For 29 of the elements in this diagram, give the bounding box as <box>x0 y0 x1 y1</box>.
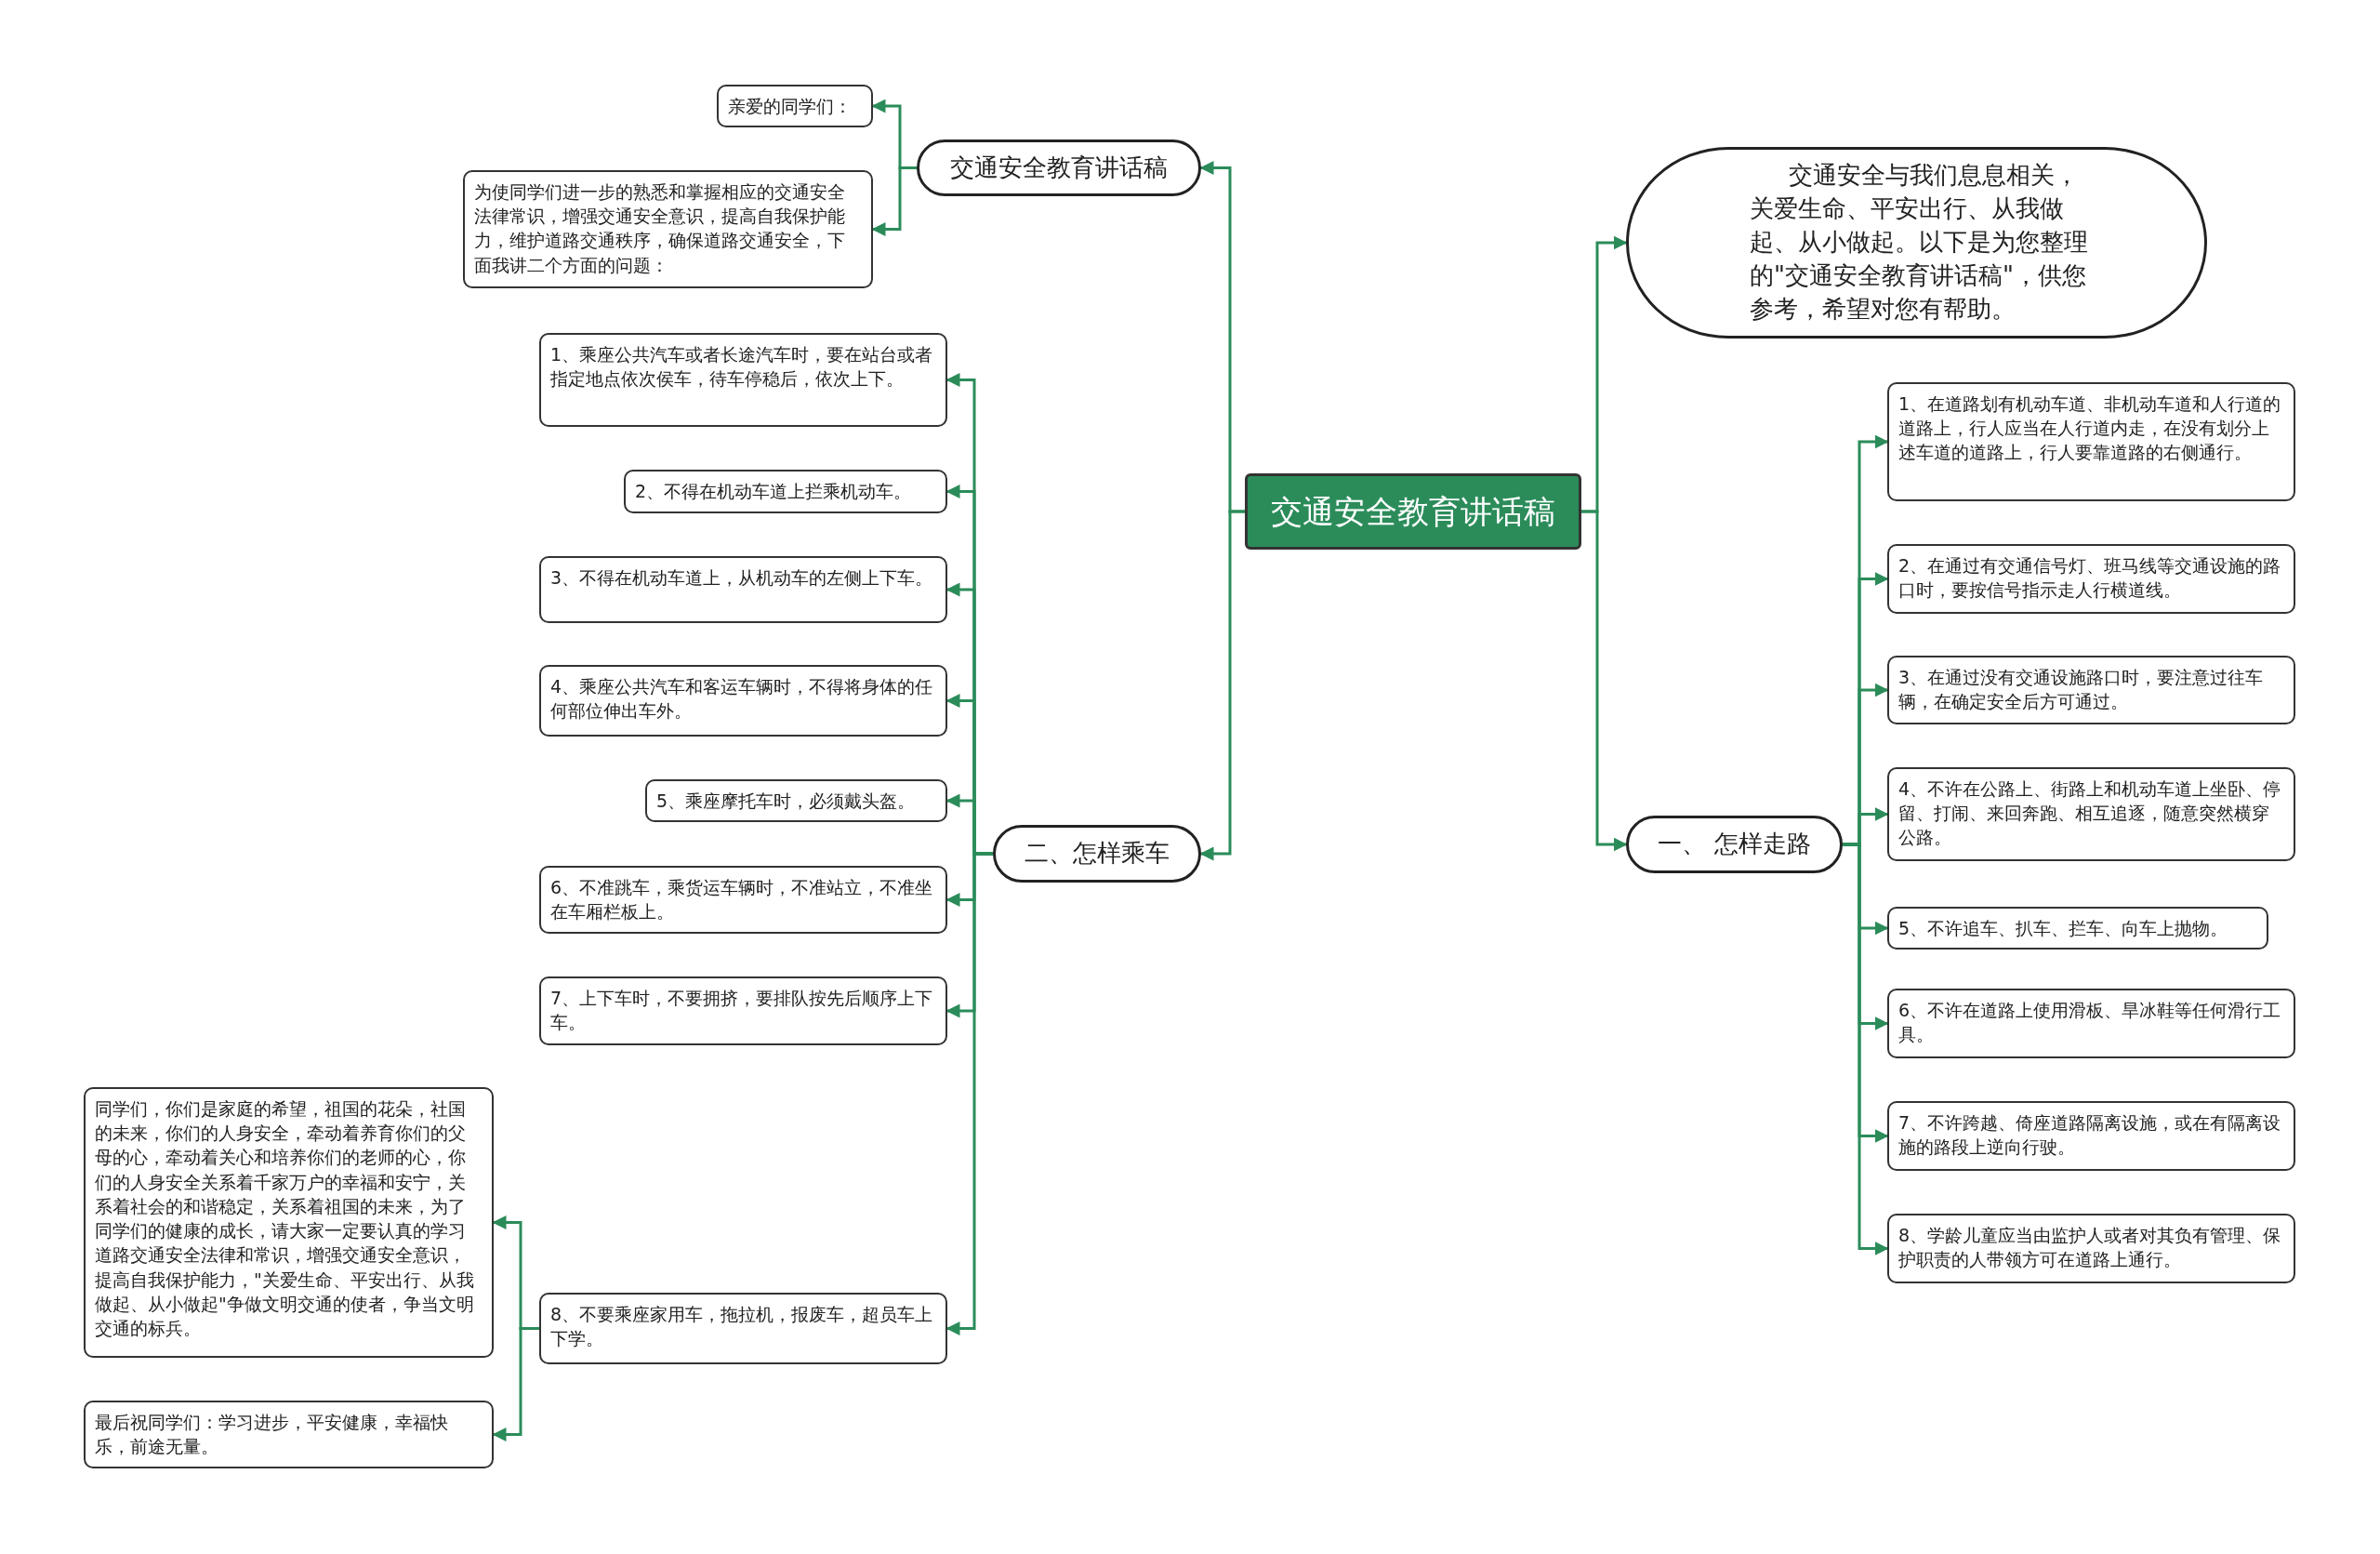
text-card: 5、不许追车、扒车、拦车、向车上抛物。 <box>1887 907 2268 950</box>
text-card: 亲爱的同学们： <box>717 85 873 128</box>
connector-arrow <box>1581 510 1628 852</box>
text-card: 为使同学们进一步的熟悉和掌握相应的交通安全法律常识，增强交通安全意识，提高自我保护能力，维护道路交通秩序，确保道路交通安全，下面我讲二个方面的问题： <box>463 170 873 288</box>
connector-arrow <box>871 166 917 236</box>
text-card: 1、乘座公共汽车或者长途汽车时，要在站台或者指定地点依次侯车，待车停稳后，依次上下。 <box>539 333 947 427</box>
text-card: 3、在通过没有交通设施路口时，要注意过往车辆，在确定安全后方可通过。 <box>1887 656 2295 724</box>
branch-topic: 二、怎样乘车 <box>993 825 1201 883</box>
branch-topic: 交通安全教育讲话稿 <box>917 139 1201 196</box>
intro-bubble: 交通安全与我们息息相关，关爱生命、平安出行、从我做起、从小做起。以下是为您整理的"交通安全教育讲话稿"，供您参考，希望对您有帮助。 <box>1626 147 2207 339</box>
central-topic: 交通安全教育讲话稿 <box>1245 473 1581 550</box>
text-card: 8、不要乘座家用车，拖拉机，报废车，超员车上下学。 <box>539 1293 947 1364</box>
text-card: 最后祝同学们：学习进步，平安健康，幸福快乐，前途无量。 <box>84 1401 494 1468</box>
text-card: 7、上下车时，不要拥挤，要排队按先后顺序上下车。 <box>539 976 947 1045</box>
text-card: 2、在通过有交通信号灯、班马线等交通设施的路口时，要按信号指示走人行横道线。 <box>1887 544 2295 614</box>
text-card: 5、乘座摩托车时，必须戴头盔。 <box>645 779 947 823</box>
text-card: 4、不许在公路上、街路上和机动车道上坐卧、停留、打闹、来回奔跑、相互追逐，随意突然横穿公路。 <box>1887 767 2295 861</box>
text-card: 同学们，你们是家庭的希望，祖国的花朵，社国的未来，你们的人身安全，牵动着养育你们的父母的心，牵动着关心和培养你们的老师的心，你们的人身安全关系着千家万户的幸福和安宁，关系着社会的和谐稳定，关系着祖国的未来，为了同学们的健康的成长，请大家一定要认真的学习道路交通安全法律和常识，增强交通安全意识，提高自我保护能力，"关爱生命、平安出行、从我做起、从小做起"争做文明交通的使者，争当文明交通的标兵。 <box>84 1087 494 1358</box>
connector-arrow <box>1843 843 1889 1255</box>
branch-topic: 一、 怎样走路 <box>1626 816 1843 873</box>
text-card: 6、不许在道路上使用滑板、旱冰鞋等任何滑行工具。 <box>1887 989 2295 1058</box>
text-card: 2、不得在机动车道上拦乘机动车。 <box>624 470 947 513</box>
text-card: 8、学龄儿童应当由监护人或者对其负有管理、保护职责的人带领方可在道路上通行。 <box>1887 1214 2295 1283</box>
text-card: 7、不许跨越、倚座道路隔离设施，或在有隔离设施的路段上逆向行驶。 <box>1887 1101 2295 1171</box>
text-card: 3、不得在机动车道上，从机动车的左侧上下车。 <box>539 556 947 623</box>
text-card: 4、乘座公共汽车和客运车辆时，不得将身体的任何部位伸出车外。 <box>539 665 947 737</box>
connector-arrow <box>1199 510 1245 861</box>
text-card: 6、不准跳车，乘货运车辆时，不准站立，不准坐在车厢栏板上。 <box>539 866 947 934</box>
text-card: 1、在道路划有机动车道、非机动车道和人行道的道路上，行人应当在人行道内走，在没有划分上述车道的道路上，行人要靠道路的右侧通行。 <box>1887 382 2295 501</box>
